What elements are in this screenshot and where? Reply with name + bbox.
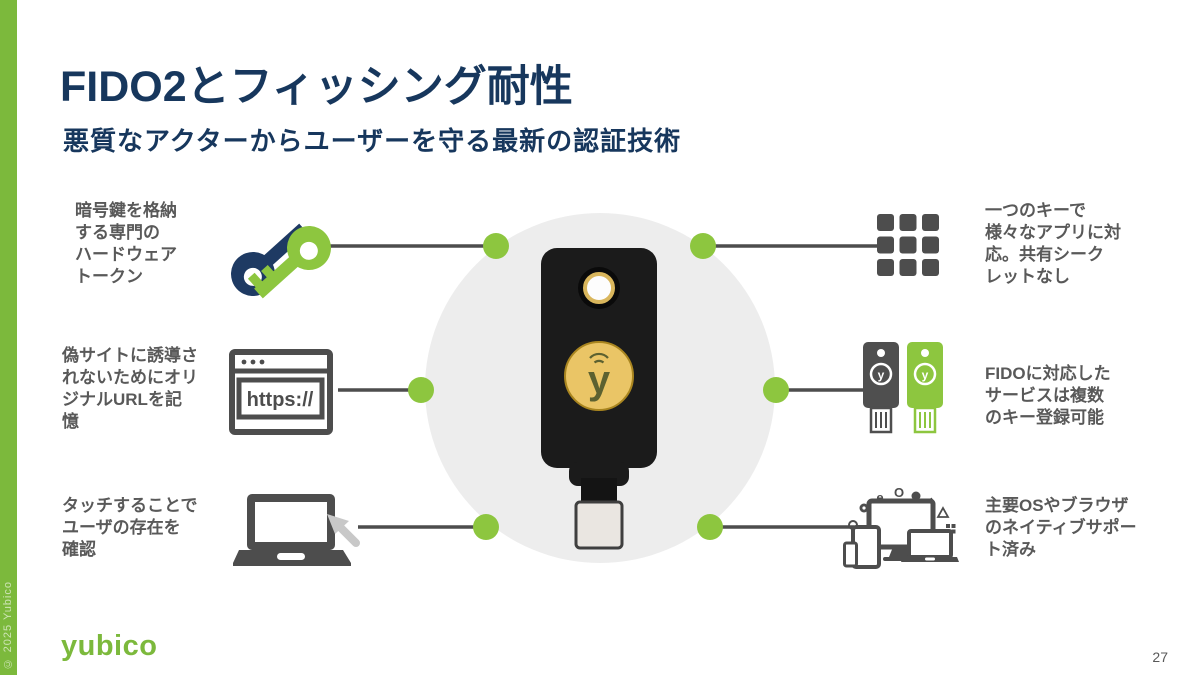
- page-subtitle: 悪質なアクターからユーザーを守る最新の認証技術: [63, 126, 682, 156]
- page-title: FIDO2とフィッシング耐性: [60, 63, 573, 111]
- feature-native-support-text: 主要OSやブラウザ のネイティブサポー ト済み: [985, 496, 1137, 559]
- two-security-keys-icon: y y: [863, 342, 943, 434]
- devices-os-support-icon: e O: [843, 485, 959, 569]
- svg-text:e: e: [876, 490, 883, 505]
- browser-url-icon: https://: [229, 349, 333, 435]
- yubikey-letter: y: [588, 358, 611, 402]
- yubico-logo: yubico: [61, 630, 158, 662]
- nfc-waves-icon: [589, 352, 609, 364]
- feature-one-key-many-apps-text: 一つのキーで 様々なアプリに対 応。共有シーク レットなし: [985, 201, 1121, 286]
- key-letter: y: [922, 368, 929, 382]
- page-number: 27: [1152, 649, 1168, 665]
- app-grid-icon: [877, 214, 939, 276]
- key-letter: y: [878, 368, 885, 382]
- feature-origin-url-text: 偽サイトに誘導さ れないためにオリ ジナルURLを記 憶: [62, 346, 198, 431]
- feature-multiple-keys-text: FIDOに対応した サービスは複数 のキー登録可能: [985, 364, 1111, 427]
- crypto-keys-icon: [231, 223, 331, 299]
- https-label: https://: [247, 389, 314, 411]
- cursor-arrow-icon: [327, 514, 360, 547]
- feature-touch-presence-text: タッチすることで ユーザの存在を 確認: [62, 496, 198, 559]
- yubikey-photo: y: [541, 248, 657, 550]
- left-accent-bar: [0, 0, 17, 675]
- feature-crypto-token-text: 暗号鍵を格納 する専門の ハードウェア トークン: [75, 201, 177, 286]
- connector-dots: [408, 233, 789, 540]
- svg-text:O: O: [894, 485, 904, 500]
- laptop-touch-icon: [233, 494, 360, 566]
